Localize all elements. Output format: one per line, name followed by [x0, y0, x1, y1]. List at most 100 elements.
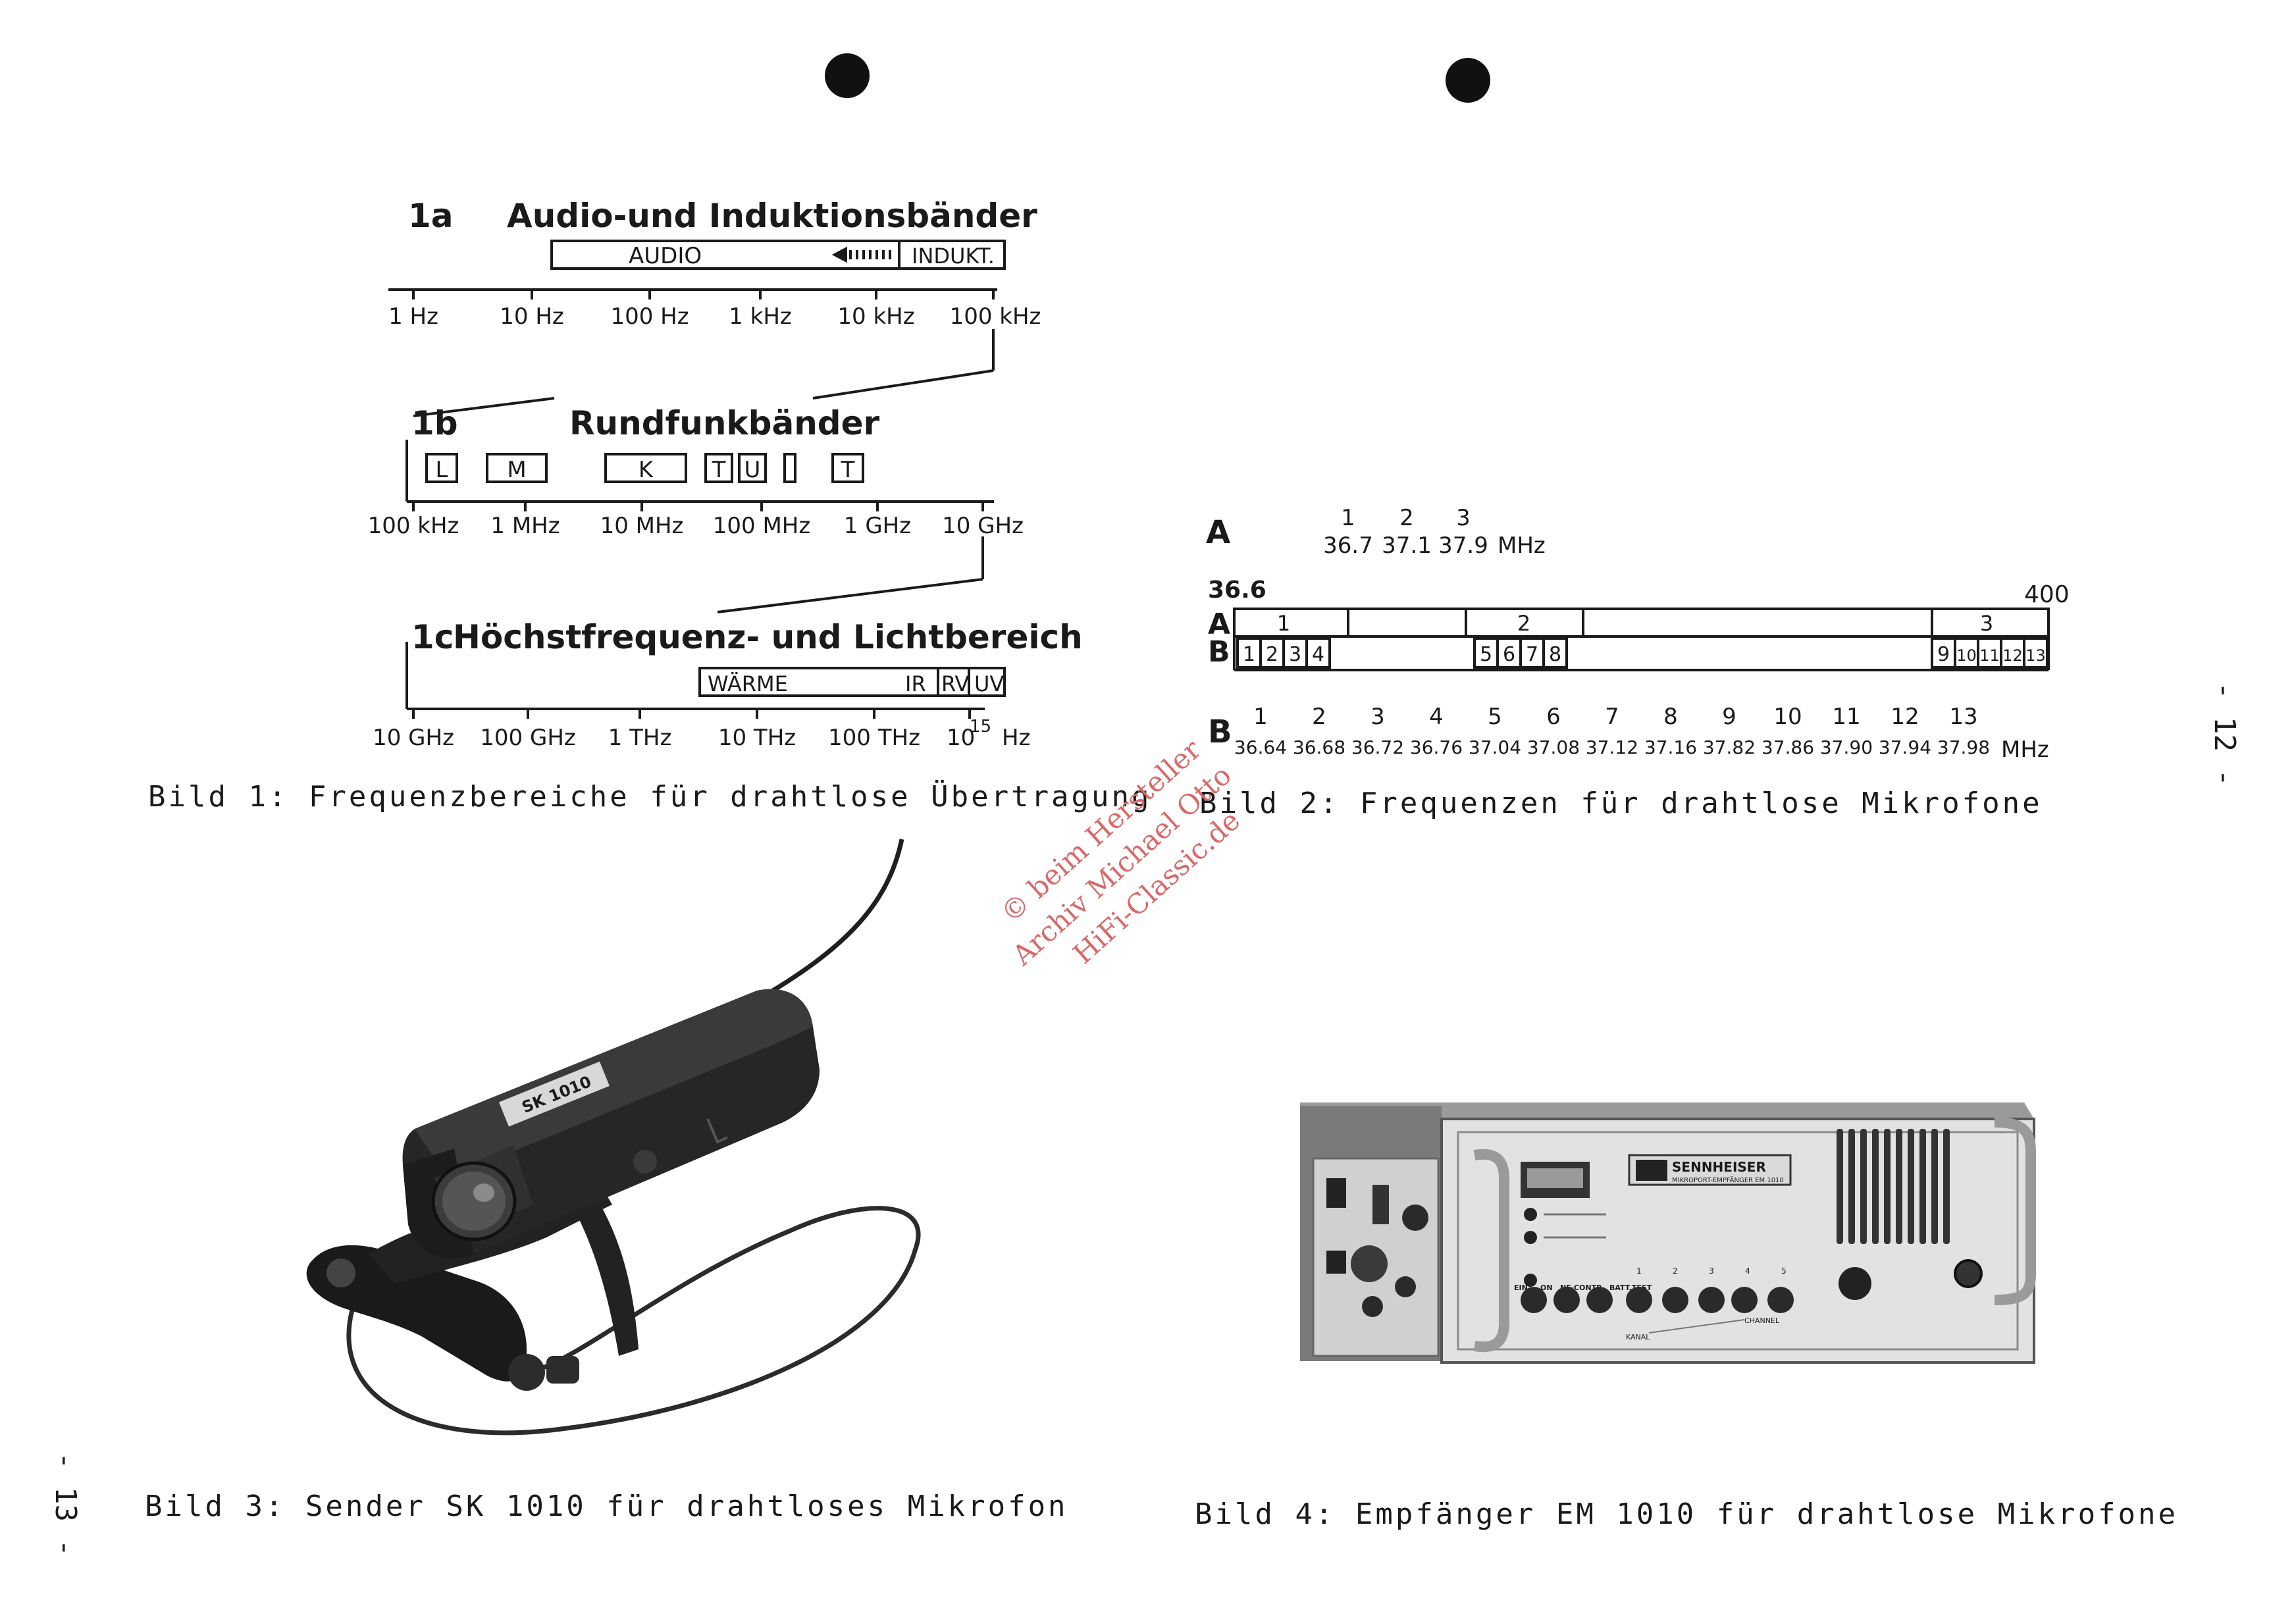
figure-1c: 1c Höchstfrequenz- und Lichtbereich WÄRM… [373, 618, 1083, 751]
bar-b-channel-legend: 136.64236.68336.72436.76537.04637.08737.… [1234, 704, 1990, 758]
grille-slot-4 [1872, 1129, 1879, 1244]
grille-slot-8 [1919, 1129, 1926, 1244]
sennheiser-logo-icon [1636, 1160, 1667, 1181]
legend-freq-1: 36.64 [1234, 737, 1287, 758]
sender-clip-knob [326, 1258, 355, 1287]
tick-1b-3: 100 MHz [713, 513, 810, 539]
receiver-lamp-3 [1524, 1274, 1537, 1287]
sender-housing-top [415, 989, 813, 1178]
tick-1c-5-base: 10 [947, 725, 975, 751]
axis-1b-ticks [412, 502, 984, 511]
sender-strap-plug [546, 1356, 579, 1384]
band-uv: UV [974, 671, 1004, 696]
figure-1a-title: Audio-und Induktionsbänder [507, 197, 1037, 235]
figure-1b-title: Rundfunkbänder [569, 404, 880, 442]
tick-1b-4: 1 GHz [844, 513, 911, 539]
bar-a-group-3: 3 [1980, 611, 1993, 636]
audio-band-label: AUDIO [629, 243, 702, 269]
legend-freq-3: 36.72 [1351, 737, 1404, 758]
audio-arrow-icon [831, 246, 891, 263]
receiver-knob-7 [1731, 1287, 1758, 1313]
receiver-side-switch [1326, 1251, 1346, 1274]
receiver-cabinet-top [1300, 1102, 2034, 1119]
band-T1: T [712, 457, 726, 483]
connector-1a-1b-diag [812, 369, 994, 400]
grille-slot-7 [1908, 1129, 1914, 1244]
receiver-label-kanal: KANAL [1626, 1333, 1650, 1341]
grille-slot-6 [1896, 1129, 1902, 1244]
legend-freq-6: 37.08 [1527, 737, 1580, 758]
figure-1c-id: 1c [411, 618, 454, 656]
band-M: M [507, 457, 526, 483]
sender-clip-brace [560, 1172, 639, 1356]
sender-antenna-cable [749, 839, 904, 1006]
grille-slot-1 [1837, 1129, 1843, 1244]
tick-1b-0: 100 kHz [368, 513, 459, 539]
grille-slot-5 [1884, 1129, 1891, 1244]
receiver-side-jack-3 [1395, 1276, 1416, 1297]
channel-box-4 [1305, 637, 1331, 669]
receiver-knob-8 [1767, 1287, 1794, 1313]
receiver-knob-4 [1626, 1287, 1652, 1313]
channel-box-label-3: 3 [1289, 643, 1301, 666]
scale-start: 36.6 [1208, 577, 1266, 604]
tick-1a-0: 1 Hz [388, 303, 438, 330]
legend-channel-6: 6 [1546, 704, 1561, 730]
a-freq-2: 37.1 [1382, 532, 1432, 559]
tick-1c-5-exp: 15 [970, 717, 991, 737]
receiver-volume-knob [1839, 1267, 1871, 1300]
axis-1c-ticks [412, 709, 971, 719]
legend-channel-9: 9 [1722, 704, 1736, 730]
receiver-label-on: ON [1540, 1284, 1553, 1292]
audio-band-box [550, 240, 1006, 270]
legend-channel-12: 12 [1891, 704, 1919, 730]
receiver-side-jack-4 [1362, 1296, 1383, 1317]
legend-freq-2: 36.68 [1293, 737, 1345, 758]
legend-channel-2: 2 [1312, 704, 1326, 730]
grille-slot-10 [1943, 1129, 1950, 1244]
channel-box-label-2: 2 [1266, 643, 1278, 666]
legend-channel-3: 3 [1370, 704, 1385, 730]
bar-a [1233, 608, 2050, 638]
legend-channel-10: 10 [1773, 704, 1802, 730]
tick-1b-1: 1 MHz [490, 513, 560, 539]
tick-1a-1: 10 Hz [500, 303, 563, 330]
scale-end: 400 [2024, 581, 2070, 608]
a-channel-2: 2 [1399, 505, 1414, 531]
channel-box-label-11: 11 [1979, 646, 2000, 665]
legend-channel-7: 7 [1605, 704, 1619, 730]
receiver-knob-2 [1553, 1287, 1580, 1313]
a-channel-1: 1 [1341, 505, 1355, 531]
tick-1a-4: 10 kHz [837, 303, 914, 330]
figure-1a-id: 1a [408, 197, 454, 235]
sender-side-mark [706, 1118, 728, 1144]
tick-1c-1: 100 GHz [480, 725, 575, 751]
indukt-band-label: INDUKT. [912, 244, 995, 269]
legend-freq-5: 37.04 [1469, 737, 1521, 758]
connector-1b-1c-diag [717, 578, 983, 613]
receiver-knob-3 [1586, 1287, 1613, 1313]
legend-channel-11: 11 [1832, 704, 1860, 730]
legend-channel-8: 8 [1663, 704, 1678, 730]
b-freq-unit: MHz [2001, 737, 2049, 763]
tick-1c-4: 100 THz [828, 725, 920, 751]
receiver-knob-number-4: 4 [1745, 1266, 1750, 1276]
receiver-side-socket-1 [1326, 1178, 1346, 1208]
receiver-side-jack-1 [1402, 1205, 1428, 1231]
legend-freq-7: 37.12 [1586, 737, 1638, 758]
legend-freq-8: 37.16 [1644, 737, 1697, 758]
tick-1b-2: 10 MHz [600, 513, 684, 539]
row-a-label: A [1208, 608, 1230, 641]
receiver-knob-number-1: 1 [1636, 1266, 1642, 1276]
receiver-knob-number-2: 2 [1673, 1266, 1678, 1276]
channel-box-label-4: 4 [1312, 643, 1324, 666]
channel-box-label-1: 1 [1243, 643, 1255, 666]
tick-1c-5-unit: Hz [1002, 725, 1030, 751]
legend-freq-12: 37.94 [1879, 737, 1931, 758]
band-waerme: WÄRME [708, 671, 788, 696]
